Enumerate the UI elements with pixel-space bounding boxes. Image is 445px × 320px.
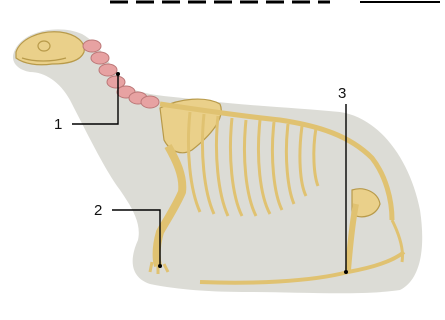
label-3: 3 (338, 86, 346, 101)
label-1: 1 (54, 117, 62, 132)
label-2: 2 (94, 203, 102, 218)
